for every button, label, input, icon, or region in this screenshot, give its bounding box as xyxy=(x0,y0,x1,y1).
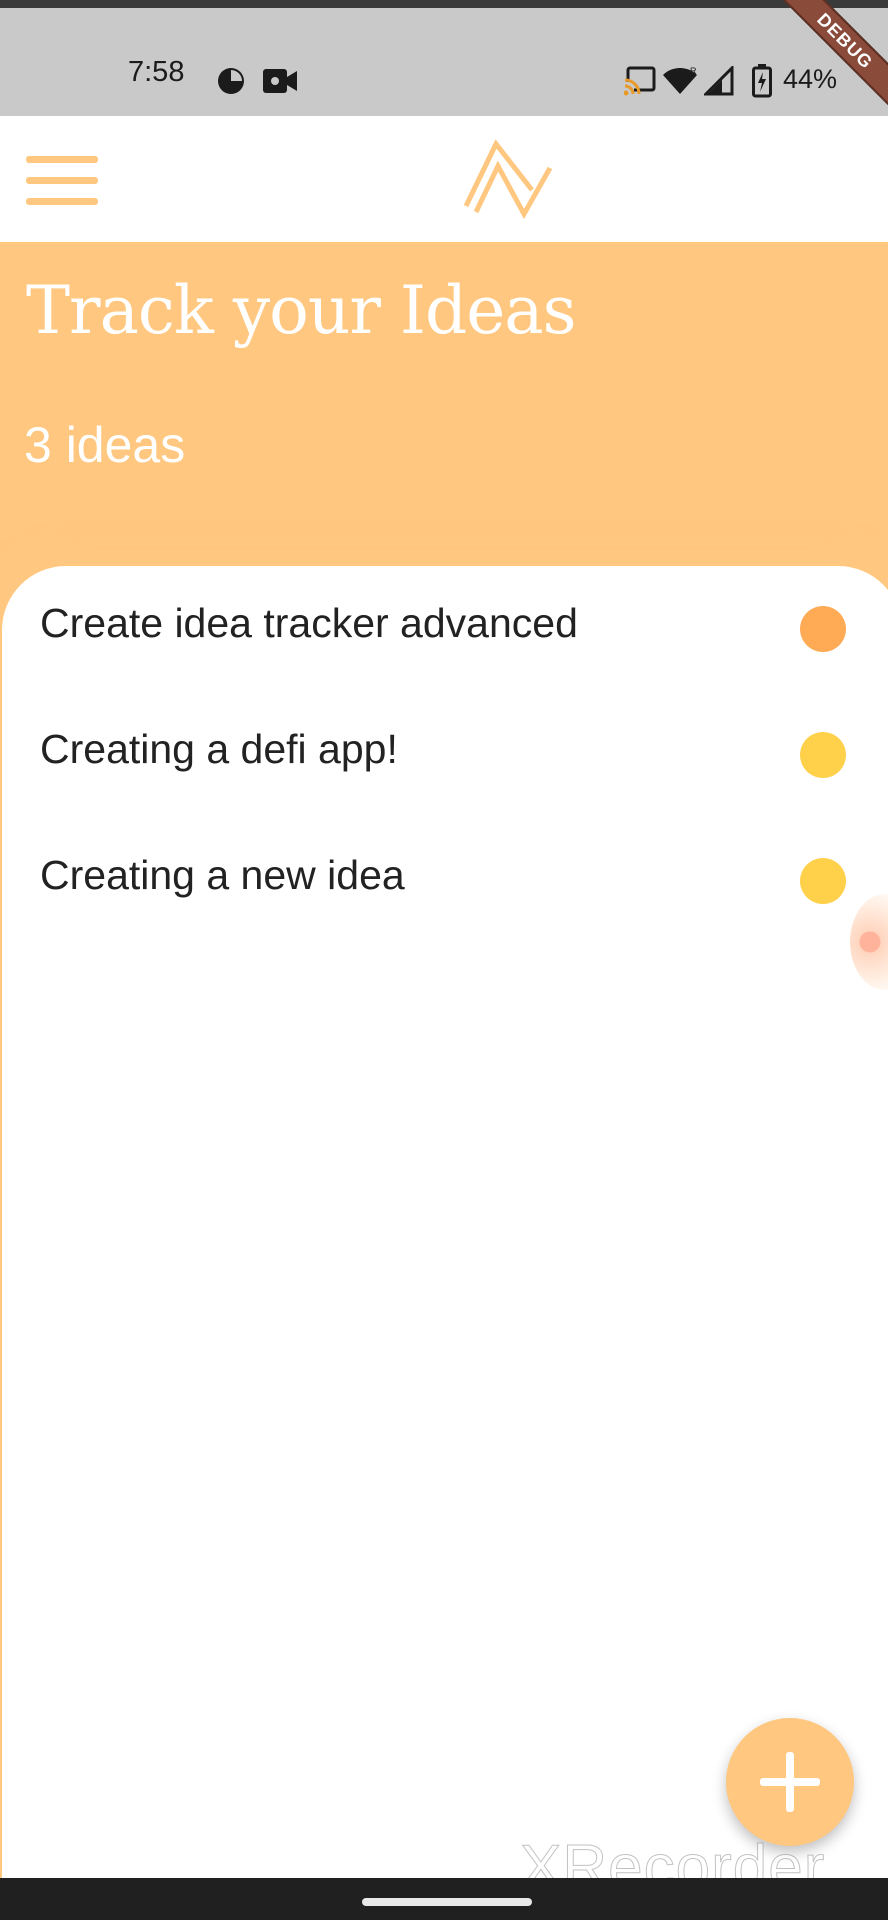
idea-title: Creating a new idea xyxy=(40,852,405,898)
add-idea-button[interactable] xyxy=(726,1718,854,1846)
battery-percentage: 44% xyxy=(783,64,838,94)
status-dot xyxy=(800,606,846,652)
menu-button[interactable] xyxy=(26,156,98,206)
list-item[interactable]: Creating a new idea xyxy=(2,828,888,938)
navigation-bar xyxy=(0,1878,888,1920)
ideas-list: Create idea tracker advanced Creating a … xyxy=(2,566,888,1920)
status-bar: 7:58 R xyxy=(0,0,888,119)
svg-text:R: R xyxy=(690,66,697,76)
cast-icon xyxy=(623,66,656,100)
status-dot xyxy=(800,732,846,778)
pie-chart-icon xyxy=(216,66,246,100)
double-chevron-logo-icon xyxy=(462,138,562,230)
home-gesture-handle[interactable] xyxy=(362,1898,532,1906)
idea-title: Creating a defi app! xyxy=(40,726,398,772)
plus-icon xyxy=(760,1752,820,1812)
wifi-icon: R xyxy=(662,66,698,100)
status-time: 7:58 xyxy=(128,56,185,88)
battery-icon xyxy=(752,64,772,102)
status-dot xyxy=(800,858,846,904)
idea-title: Create idea tracker advanced xyxy=(40,600,578,646)
page-title: Track your Ideas xyxy=(26,272,577,349)
app-bar xyxy=(0,116,888,242)
list-item[interactable]: Creating a defi app! xyxy=(2,702,888,812)
debug-banner: DEBUG xyxy=(767,0,888,119)
ideas-count: 3 ideas xyxy=(24,417,186,473)
list-item[interactable]: Create idea tracker advanced xyxy=(2,576,888,686)
signal-icon xyxy=(702,64,734,100)
video-recorder-icon xyxy=(262,66,298,100)
